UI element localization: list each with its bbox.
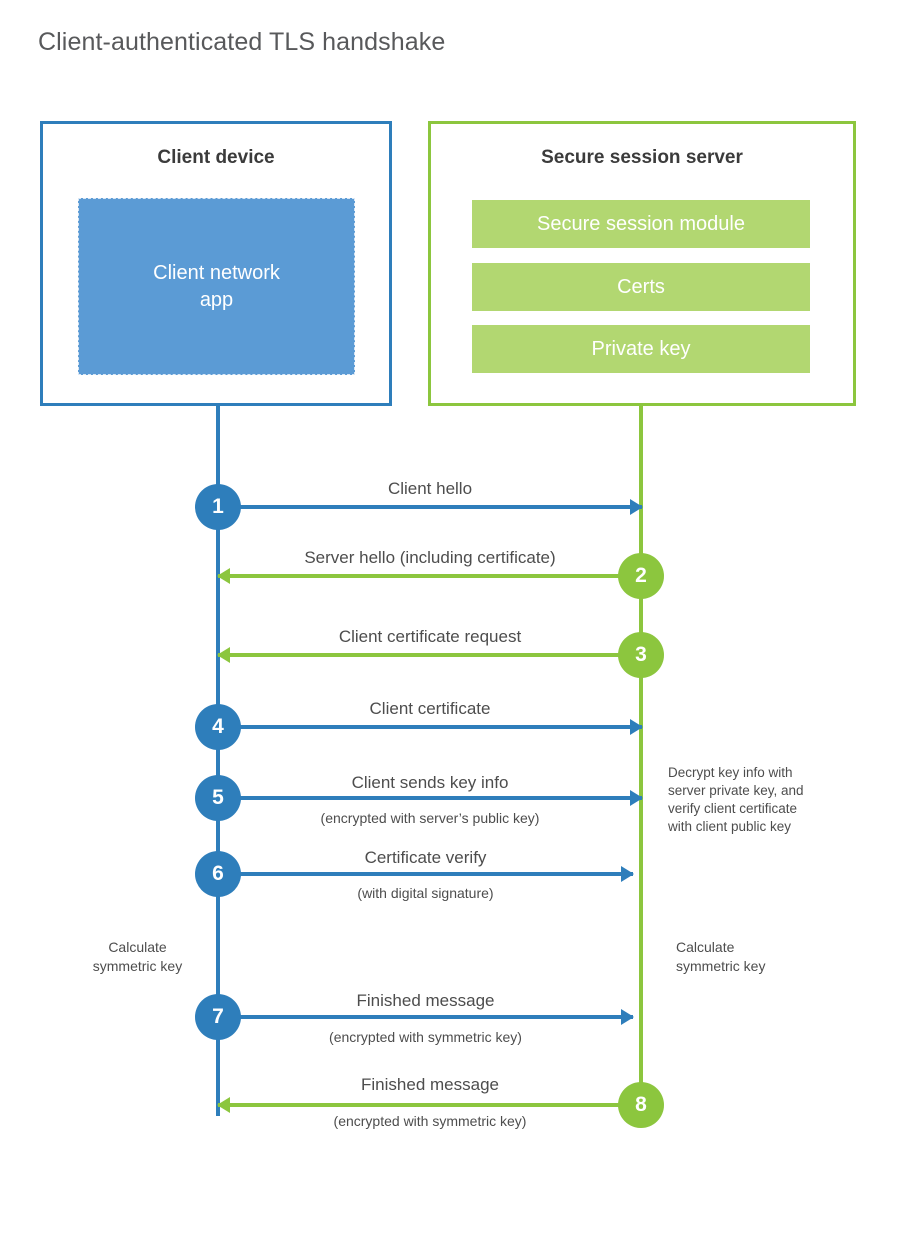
note-calculate-symmetric-key-server: Calculate symmetric key — [676, 939, 766, 974]
secure-session-server-box: Secure session server Secure session mod… — [428, 121, 856, 406]
message-arrow-2 — [217, 568, 642, 584]
arrowhead-left-icon — [217, 1097, 230, 1113]
arrowhead-right-icon — [630, 719, 643, 735]
note-calculate-symmetric-key-client: Calculate symmetric key — [92, 939, 183, 974]
server-lifeline — [639, 403, 643, 1106]
message-label-4: Client certificate — [369, 699, 491, 718]
client-lifeline — [216, 403, 220, 1116]
arrowhead-right-icon — [621, 866, 634, 882]
message-arrow-4 — [218, 719, 643, 735]
message-arrow-7 — [218, 1009, 634, 1025]
step-circle-5: 5 — [195, 775, 241, 821]
message-label-3: Client certificate request — [338, 627, 522, 646]
page-title: Client-authenticated TLS handshake — [38, 28, 446, 56]
client-device-box: Client device Client network app — [40, 121, 392, 406]
message-label-6: Certificate verify — [364, 848, 487, 867]
message-label-2: Server hello (including certificate) — [304, 548, 556, 567]
step-circle-2: 2 — [618, 553, 664, 599]
message-label-8: Finished message — [361, 1075, 499, 1094]
note-decrypt-key-info: Decrypt key info with server private key… — [668, 765, 804, 834]
client-network-app-block: Client network app — [78, 198, 355, 375]
step-circle-8: 8 — [618, 1082, 664, 1128]
message-arrow-5 — [218, 790, 643, 806]
message-arrow-3 — [217, 647, 642, 663]
step-circle-1: 1 — [195, 484, 241, 530]
server-component-secure-session-module: Secure session module — [472, 200, 810, 248]
step-circle-6: 6 — [195, 851, 241, 897]
arrowhead-left-icon — [217, 647, 230, 663]
message-arrow-8 — [217, 1097, 642, 1113]
message-arrow-1 — [218, 499, 643, 515]
message-sublabel-8: (encrypted with symmetric key) — [333, 1113, 527, 1129]
arrowhead-right-icon — [621, 1009, 634, 1025]
server-component-private-key: Private key — [472, 325, 810, 373]
arrowhead-right-icon — [630, 499, 643, 515]
message-sublabel-6: (with digital signature) — [357, 885, 494, 901]
message-arrow-6 — [218, 866, 634, 882]
step-circle-3: 3 — [618, 632, 664, 678]
step-circle-4: 4 — [195, 704, 241, 750]
secure-session-server-title: Secure session server — [541, 147, 743, 168]
message-label-1: Client hello — [387, 479, 473, 498]
server-component-certs: Certs — [472, 263, 810, 311]
arrowhead-right-icon — [630, 790, 643, 806]
client-network-app-label: Client network app — [153, 261, 280, 311]
message-sublabel-7: (encrypted with symmetric key) — [329, 1029, 522, 1045]
step-circle-7: 7 — [195, 994, 241, 1040]
message-label-7: Finished message — [356, 991, 495, 1010]
client-device-title: Client device — [157, 147, 275, 168]
arrowhead-left-icon — [217, 568, 230, 584]
message-label-5: Client sends key info — [351, 773, 509, 792]
message-sublabel-5: (encrypted with server’s public key) — [320, 810, 540, 826]
